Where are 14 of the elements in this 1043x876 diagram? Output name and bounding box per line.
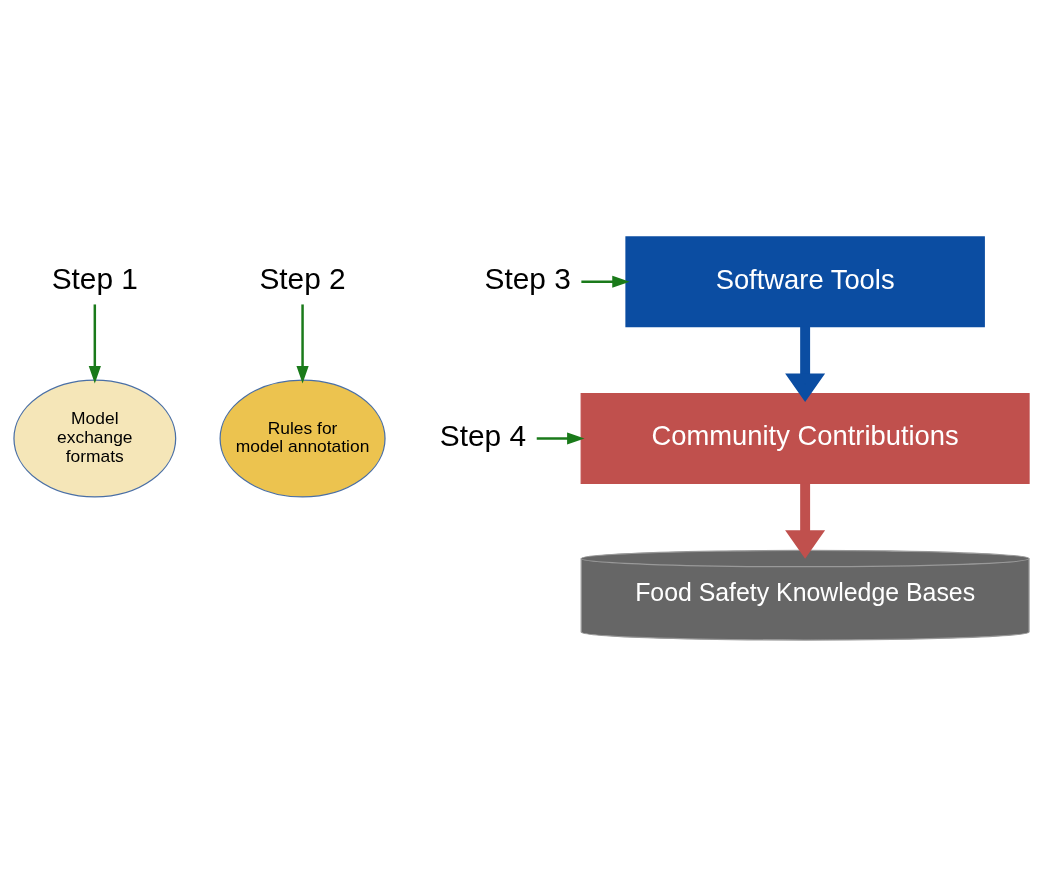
arrow — [785, 326, 826, 402]
node-box: Software Tools — [625, 235, 985, 327]
node-text: Step 4 — [439, 418, 527, 452]
node-ellipse: Model exchange formats — [13, 378, 177, 498]
arrow — [785, 483, 826, 559]
node-text: Step 3 — [484, 261, 571, 295]
node-box: Community Contributions — [580, 392, 1030, 484]
node-text: Step 1 — [51, 261, 138, 295]
node-text: Step 2 — [259, 261, 346, 295]
node-ellipse: Rules for model annotation — [219, 378, 386, 498]
arrow — [88, 303, 101, 384]
arrow — [296, 303, 309, 384]
arrow — [536, 431, 585, 445]
arrow — [581, 275, 630, 288]
